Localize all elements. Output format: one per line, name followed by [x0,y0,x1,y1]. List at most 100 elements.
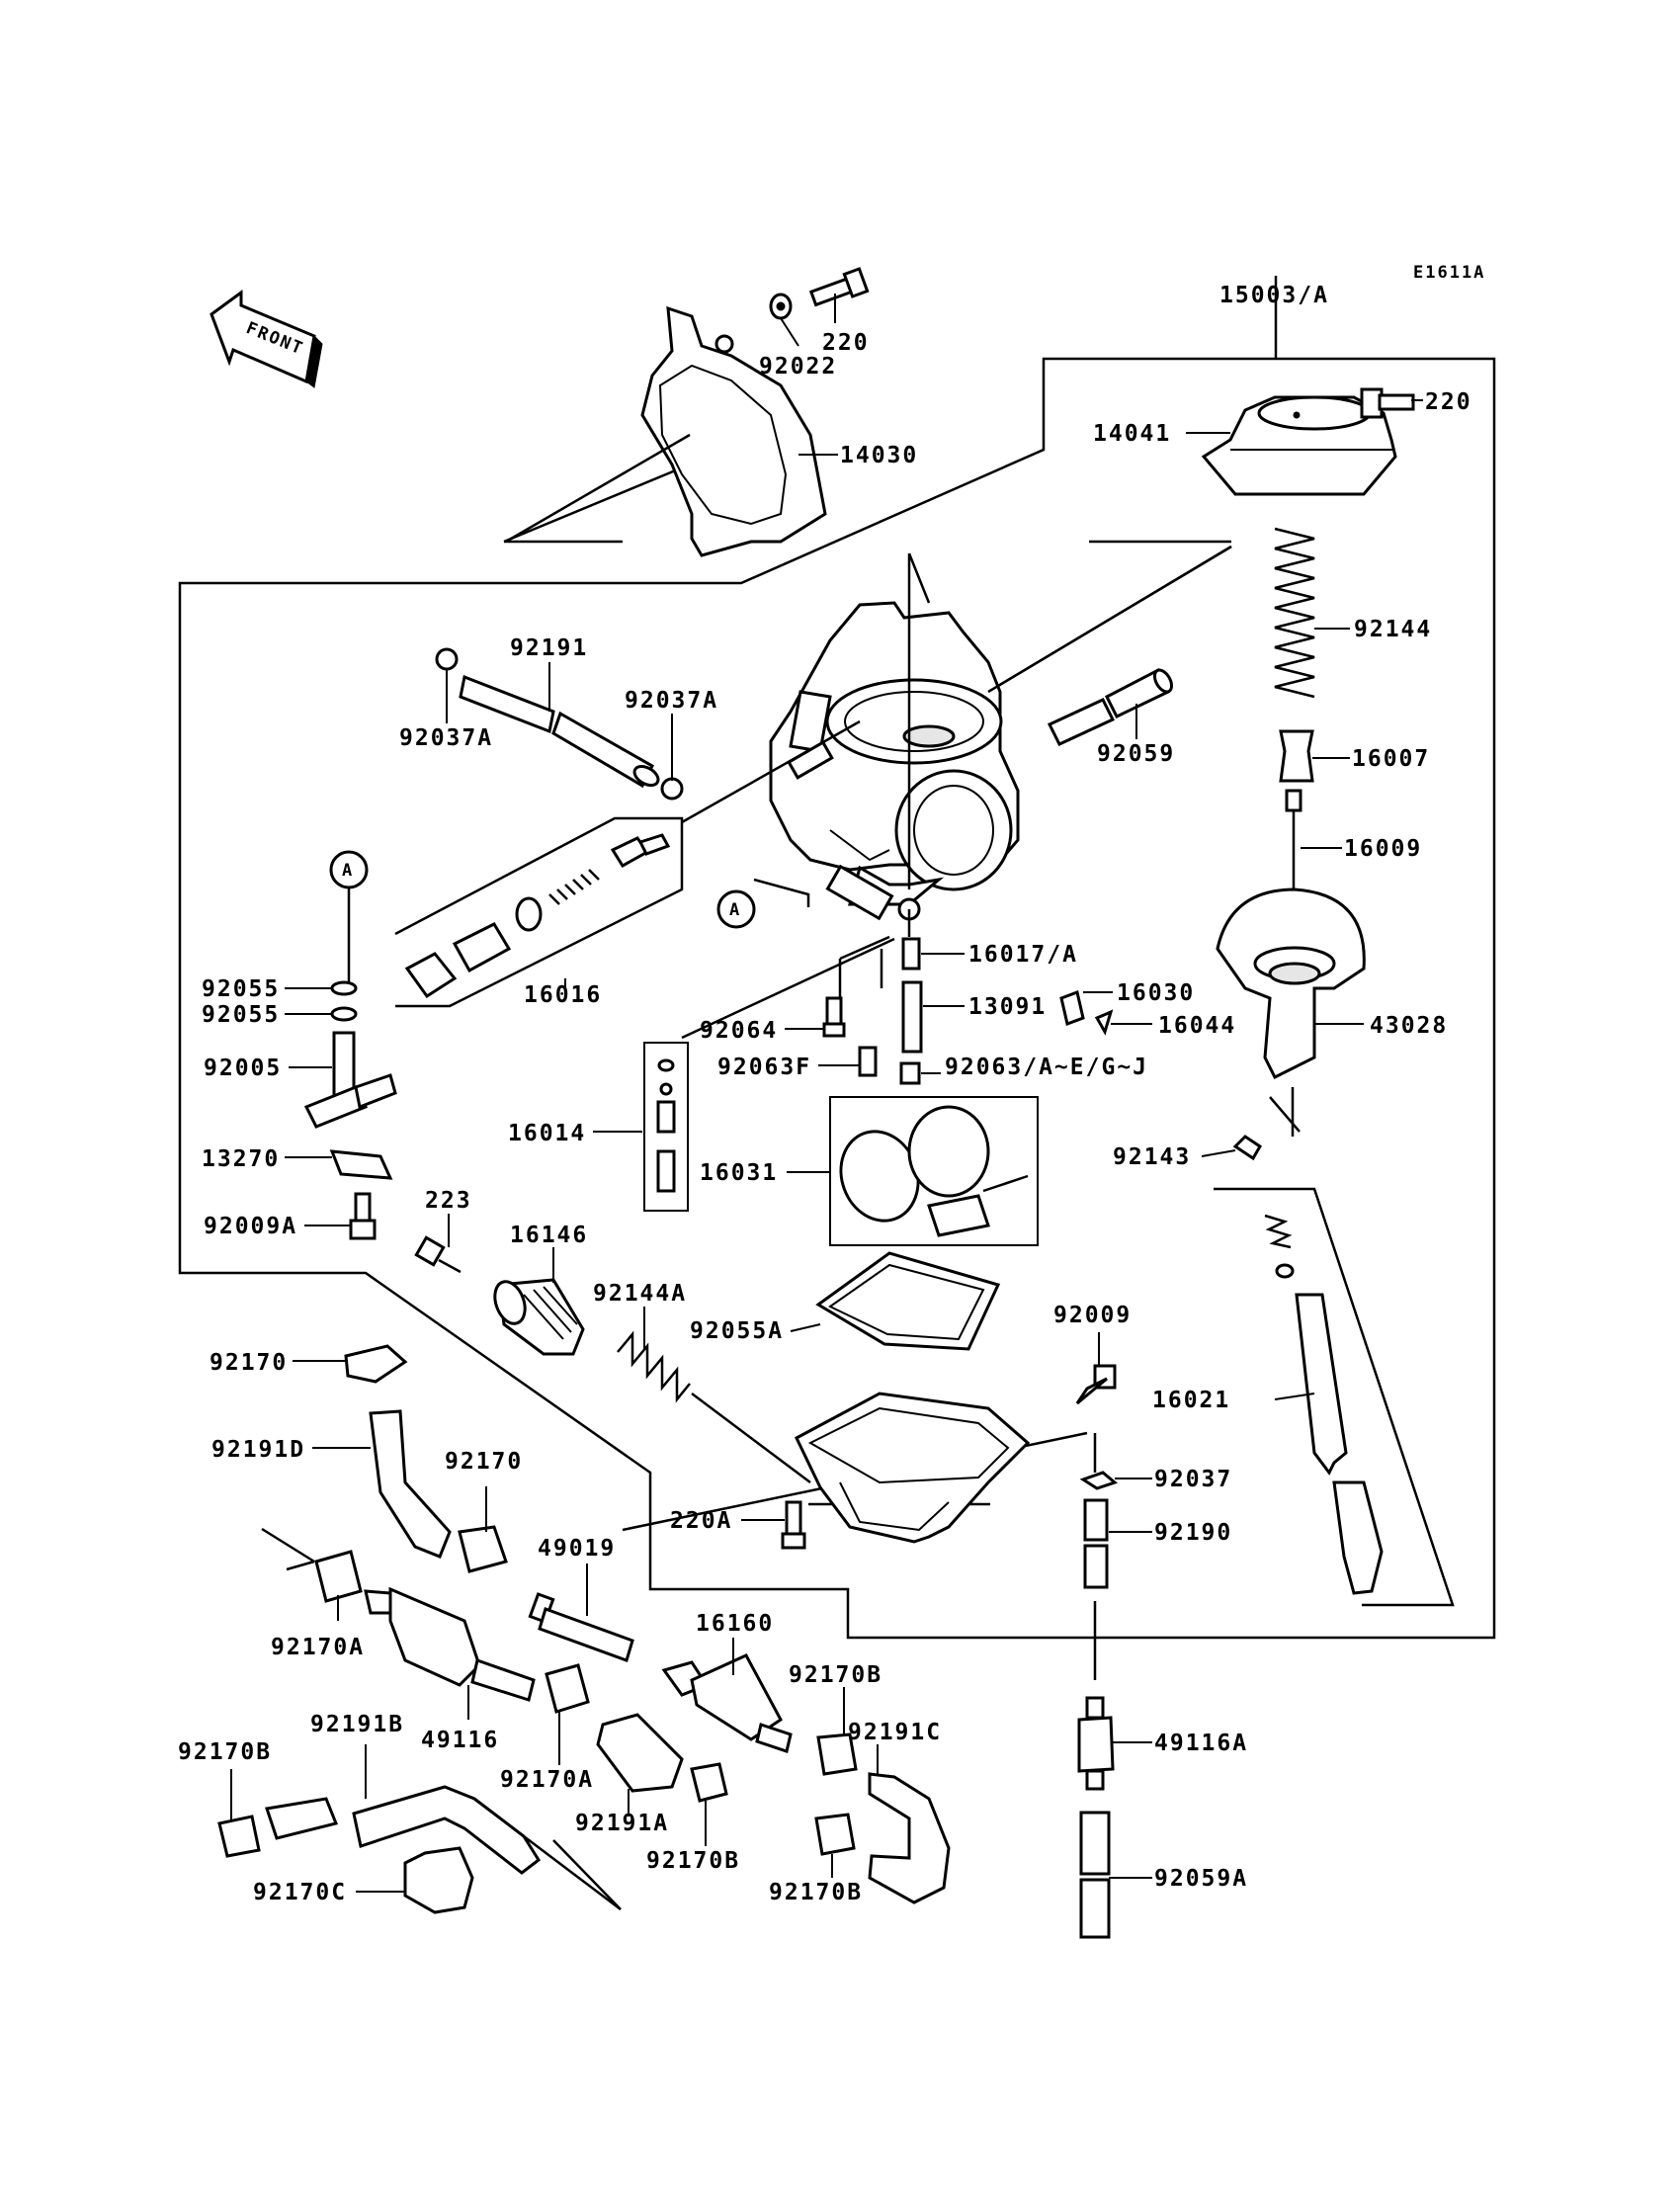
ref-circle-a-left: A [329,850,369,889]
label-92170-mid: 92170 [445,1449,523,1475]
part-labels: 15003/A 220 92022 14030 220 14041 92144 … [178,283,1472,1905]
label-15003A: 15003/A [1219,283,1329,308]
part-92170B-clamp-mid [690,1762,728,1803]
label-92059A: 92059A [1154,1866,1248,1892]
part-220A-screw [781,1500,806,1550]
part-92063-main-jet [899,1061,921,1085]
label-92055-2: 92055 [202,1002,280,1028]
part-92055-washer-2 [330,1006,358,1022]
part-223-screw [414,1235,462,1274]
label-92191C: 92191C [848,1720,942,1745]
part-43028-diaphragm-piston [1216,887,1366,1080]
label-92064: 92064 [700,1018,778,1044]
svg-text:A: A [342,861,354,881]
label-92170C: 92170C [253,1880,347,1905]
part-92191C-hose [868,1772,951,1904]
label-92170A-mid: 92170A [500,1767,594,1793]
part-13270-bracket [329,1149,393,1180]
part-92064-screw [822,996,846,1038]
part-16017A-pilot-jet [901,937,921,971]
label-220-top: 220 [822,330,870,356]
part-92170B-clamp-left [217,1815,261,1858]
part-49116-fuel-filter [364,1586,536,1702]
label-92037: 92037 [1154,1467,1232,1492]
part-16021-pilot-screw-kit [1214,1187,1455,1607]
label-92005: 92005 [204,1056,282,1081]
label-92009: 92009 [1053,1303,1132,1328]
label-16016: 16016 [524,982,602,1008]
label-16044: 16044 [1158,1013,1236,1039]
part-92170A-clamp-mid [545,1663,590,1714]
part-16030-float-valve [1059,989,1085,1027]
label-16030: 16030 [1117,980,1195,1006]
label-220A: 220A [670,1508,732,1534]
label-92170B-bot: 92170B [769,1880,863,1905]
label-92191B: 92191B [310,1712,404,1737]
label-92170B-left: 92170B [178,1739,272,1765]
part-14041-top-cap [1201,395,1397,496]
label-92055A: 92055A [690,1318,784,1344]
label-16009: 16009 [1344,836,1422,862]
part-92022-washer [769,293,793,320]
label-92037A-left: 92037A [399,725,493,751]
part-92144A-spring [617,1330,811,1483]
part-16016-choke-plunger-kit [394,719,861,1008]
front-arrow-icon: FRONT [210,290,323,388]
part-16007-needle-holder [1279,729,1314,783]
part-92144-spring [1274,527,1315,699]
part-49019-bolt [528,1592,634,1662]
part-92055-washer-1 [330,980,358,996]
part-92009A-screw [349,1192,377,1240]
part-49116A-filter [1077,1696,1115,1791]
part-16044-pin [1094,1009,1114,1036]
label-16146: 16146 [510,1223,588,1248]
label-92022: 92022 [759,354,837,380]
part-carburetor-body [769,552,1020,921]
label-92170B-top: 92170B [789,1662,882,1688]
part-92170B-clamp-bot [814,1813,856,1856]
label-92170A-left: 92170A [271,1635,365,1660]
part-92143-clip [1232,1135,1263,1161]
label-220-right: 220 [1425,389,1472,415]
label-92009A: 92009A [204,1214,297,1239]
part-92055A-gasket [815,1251,1001,1351]
label-92170-top: 92170 [210,1350,288,1376]
part-92009-screw [1075,1364,1117,1405]
label-49019: 49019 [538,1536,616,1562]
diagram-code: E1611A [1413,263,1485,283]
part-92191B-hose [265,1785,622,1910]
label-49116: 49116 [421,1728,499,1753]
label-92191A: 92191A [575,1811,669,1836]
part-92005-fitting [303,1031,397,1129]
part-92191D-hose [369,1409,452,1559]
leader-lines [230,294,1423,1893]
part-14030-cover [504,305,827,557]
label-92144: 92144 [1354,617,1432,642]
part-92170C-clamp [403,1846,474,1914]
label-92170B-mid: 92170B [646,1848,740,1874]
label-92063F: 92063F [717,1055,811,1080]
part-92037A-clip-left [435,647,459,671]
part-13091-needle-jet [901,980,923,1054]
label-92143: 92143 [1113,1144,1191,1170]
label-16031: 16031 [700,1160,778,1186]
svg-text:A: A [729,900,741,920]
part-92170-clamp-mid [458,1525,508,1573]
label-13270: 13270 [202,1146,280,1172]
part-92191A-hose [596,1713,684,1793]
part-92059A-tube [1079,1811,1111,1939]
label-92190: 92190 [1154,1520,1232,1546]
part-220-screw-top [808,267,870,307]
part-220-screw-right [1360,387,1415,419]
label-92191D: 92191D [211,1437,305,1463]
label-92063AEGJ: 92063/A~E/G~J [945,1055,1148,1080]
part-92170-clamp-top [344,1344,408,1384]
part-92037-clip [1079,1471,1119,1490]
part-92170A-clamp-left [261,1527,363,1603]
label-43028: 43028 [1370,1013,1448,1039]
part-92190-tube [1083,1498,1109,1589]
label-92037A-right: 92037A [625,688,718,714]
label-16021: 16021 [1152,1388,1230,1413]
part-float-bowl [795,1392,1031,1544]
